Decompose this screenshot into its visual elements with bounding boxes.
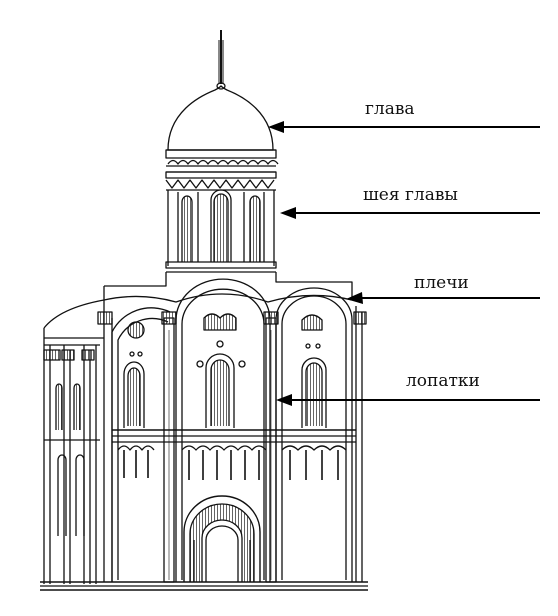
arrow-lopatki xyxy=(276,394,540,406)
label-lopatki: лопатки xyxy=(406,371,480,391)
facade-wall xyxy=(97,278,367,583)
plinth xyxy=(40,581,368,591)
arrow-plechi xyxy=(346,292,540,304)
roof-shoulders xyxy=(43,272,353,346)
spire xyxy=(216,30,226,90)
label-sheya-glavy: шея главы xyxy=(363,185,458,205)
label-glava: глава xyxy=(365,99,415,119)
drum xyxy=(165,149,279,273)
dome xyxy=(166,85,276,151)
side-facade xyxy=(43,338,100,584)
label-plechi: плечи xyxy=(414,273,469,293)
arrow-glava xyxy=(268,121,540,133)
arrow-sheya xyxy=(280,207,540,219)
